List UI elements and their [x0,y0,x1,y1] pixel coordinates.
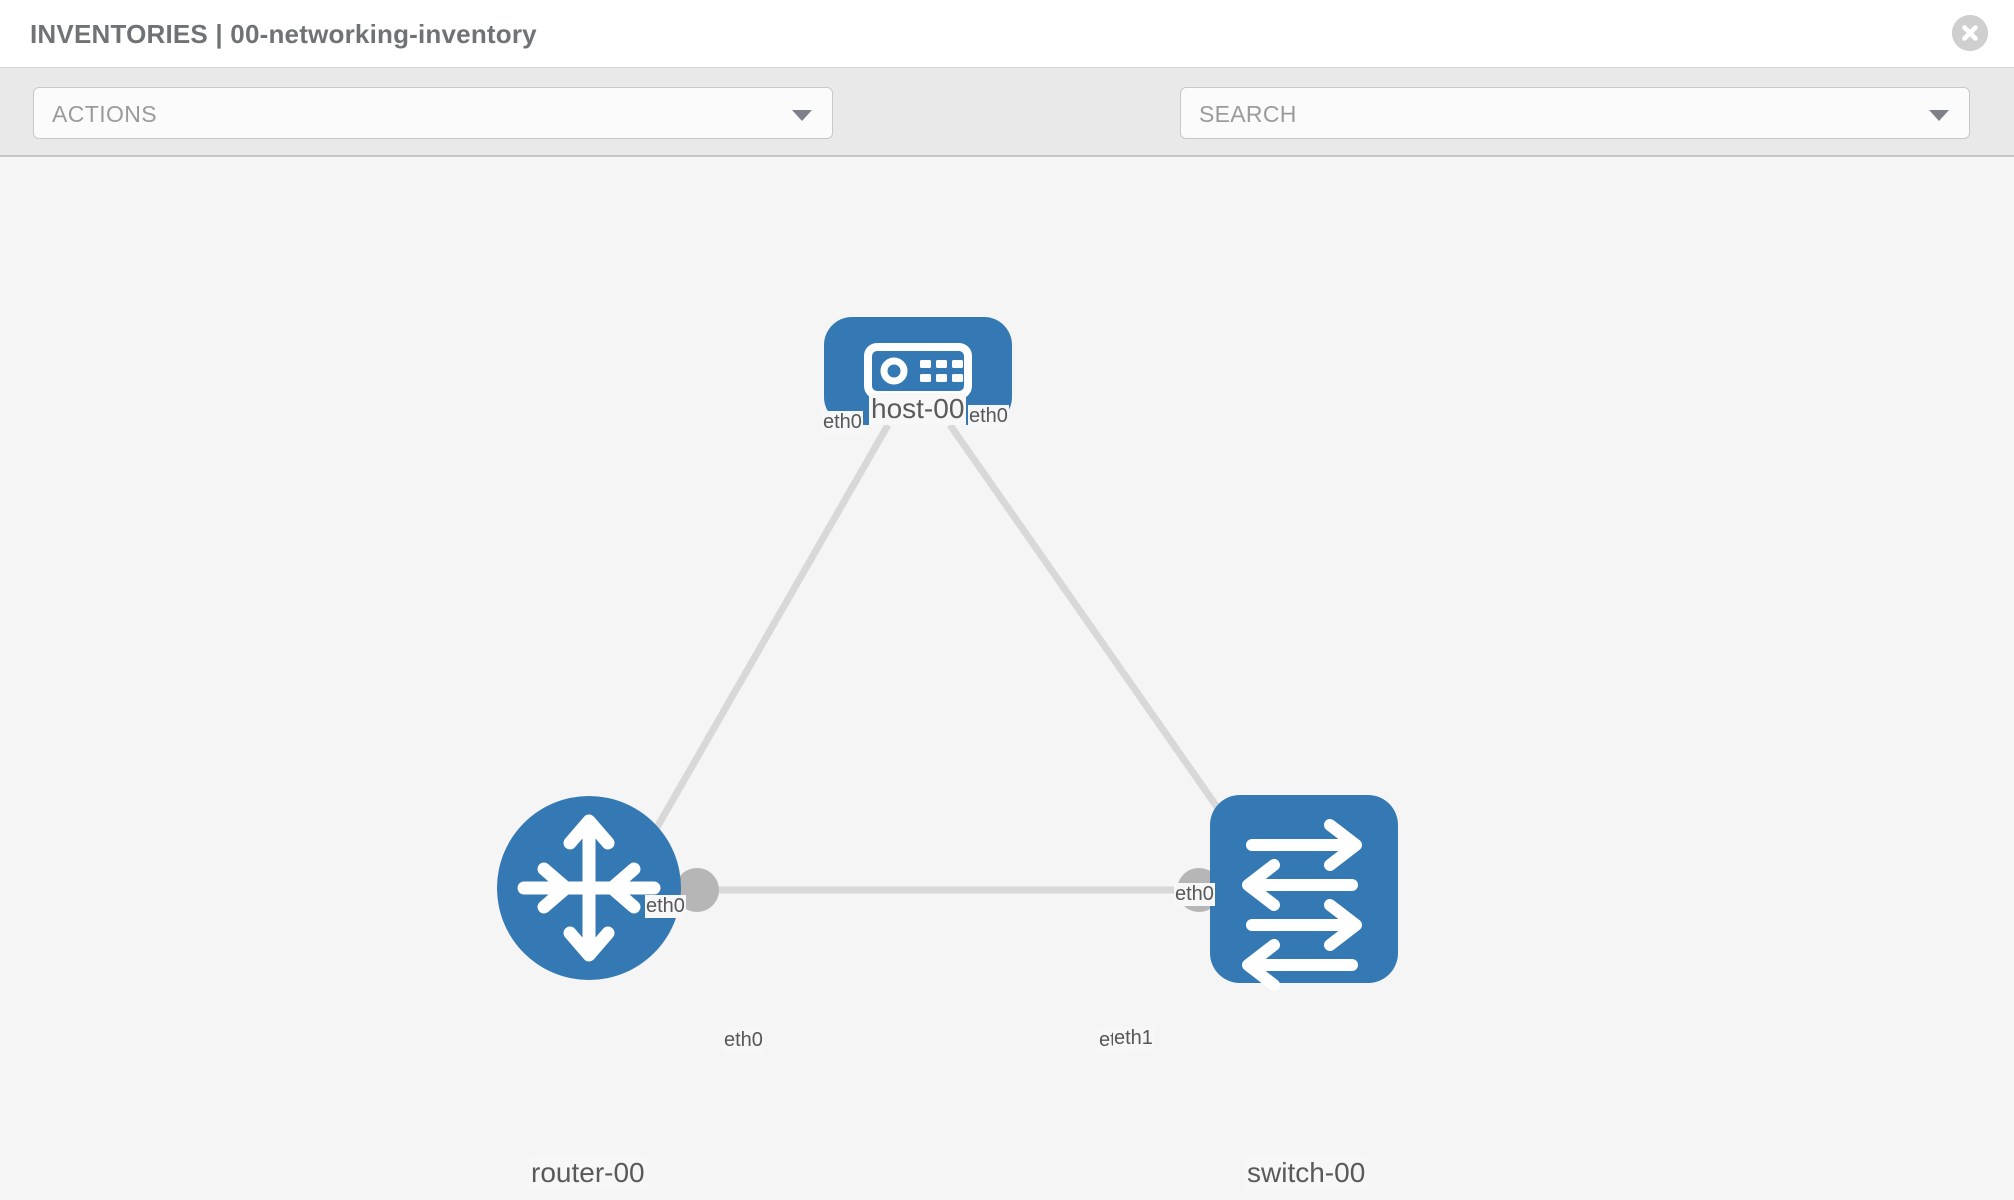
node-router-00[interactable] [497,796,681,980]
link-host-router[interactable] [636,423,892,859]
edge-label-switch-upper-eth0: eth0 [1174,883,1215,906]
edge-label-host-right-eth0: eth0 [968,405,1009,428]
edge-label-host-left-eth0: eth0 [822,411,863,434]
close-icon [1952,15,1988,51]
bidirectional-arrows-icon [1242,819,1362,991]
edge-label-switch-left-eth1: eth1 [1113,1027,1154,1050]
topology-links [636,422,1248,894]
toolbar: ACTIONS SEARCH [0,68,2014,198]
port-router-eth0[interactable] [675,868,719,912]
search-chevron-down-icon[interactable] [1929,110,1949,121]
link-host-switch[interactable] [947,422,1248,850]
title-bar: INVENTORIES | 00-networking-inventory [0,0,2014,68]
search-input[interactable]: SEARCH [1180,87,1970,139]
node-label-router-00: router-00 [529,1157,647,1189]
topology-graph [497,317,1398,991]
node-label-host-00: host-00 [869,393,967,425]
topology-canvas[interactable]: host-00 router-00 switch-00 eth0 eth0 et… [0,157,2014,1200]
four-arrows-inward-icon [517,814,661,962]
node-label-switch-00: switch-00 [1245,1157,1368,1189]
page-title: INVENTORIES | 00-networking-inventory [30,19,537,49]
actions-dropdown-label: ACTIONS [52,101,158,127]
chevron-down-icon [792,110,812,121]
edge-label-router-right-eth0: eth0 [723,1029,764,1052]
node-switch-00[interactable] [1210,795,1398,991]
actions-dropdown[interactable]: ACTIONS [33,87,833,139]
edge-label-router-upper-eth0: eth0 [645,895,686,918]
close-button[interactable] [1952,15,1988,51]
search-placeholder: SEARCH [1199,101,1297,127]
